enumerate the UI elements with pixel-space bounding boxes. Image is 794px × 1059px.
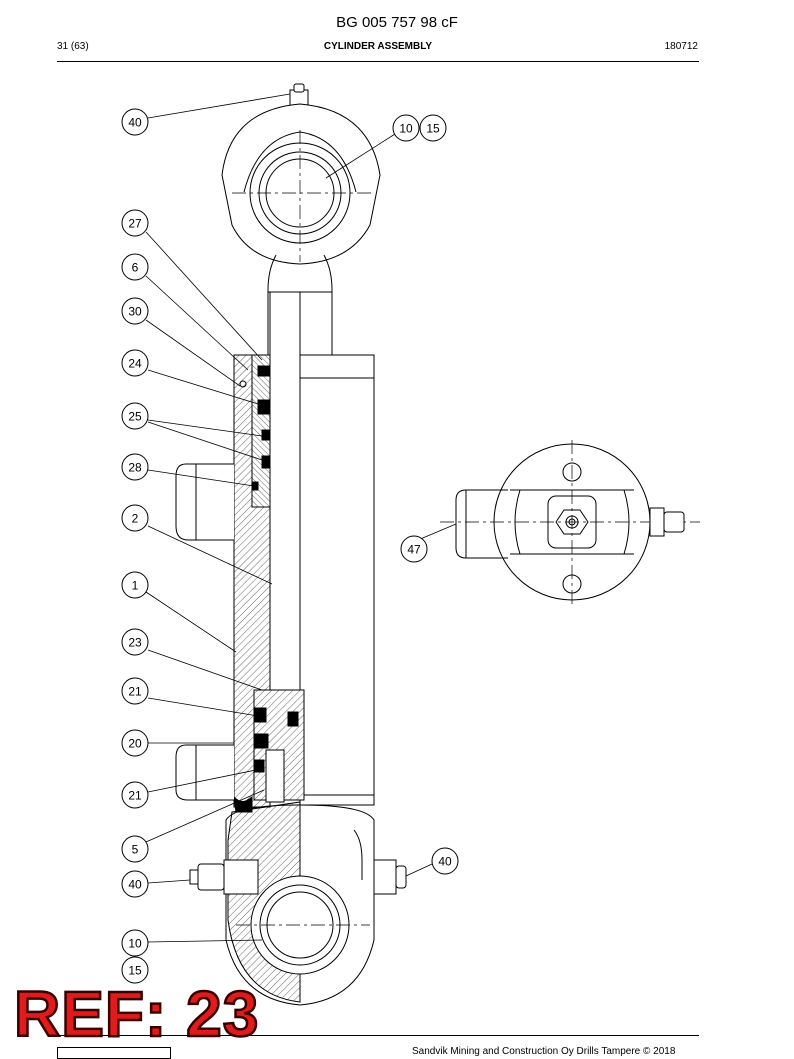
header-rule: [57, 61, 699, 62]
company-logo: [57, 1047, 171, 1059]
callout-40-right: 40: [431, 847, 459, 875]
reference-stamp: REF: 23: [13, 978, 260, 1050]
footer-rule: [57, 1035, 699, 1036]
callout-6: 6: [121, 253, 149, 281]
callout-label: 15: [128, 964, 142, 978]
callout-21-a: 21: [121, 677, 149, 705]
page-number: 31 (63): [57, 41, 89, 52]
callout-21-b: 21: [121, 781, 149, 809]
callout-label: 10: [399, 122, 413, 136]
callout-label: 40: [128, 878, 142, 892]
callout-label: 27: [128, 217, 142, 231]
callout-label: 24: [128, 357, 142, 371]
callout-28: 28: [121, 453, 149, 481]
callout-30: 30: [121, 297, 149, 325]
callout-40-left: 40: [121, 870, 149, 898]
callout-label: 21: [128, 685, 142, 699]
callout-label: 28: [128, 461, 142, 475]
callout-10-bottom: 10: [121, 929, 149, 957]
footer-copyright: Sandvik Mining and Construction Oy Drill…: [412, 1046, 676, 1057]
callout-15-bottom: 15: [121, 956, 149, 984]
document-number: BG 005 757 98 cF: [336, 14, 458, 31]
callout-10-top: 10: [392, 114, 420, 142]
side-view-drawing: [440, 440, 700, 606]
callout-label: 23: [128, 636, 142, 650]
callout-label: 15: [426, 122, 440, 136]
callout-label: 25: [128, 410, 142, 424]
callout-20: 20: [121, 729, 149, 757]
callout-label: 10: [128, 937, 142, 951]
callout-5: 5: [121, 835, 149, 863]
callout-label: 40: [438, 855, 452, 869]
section-title: CYLINDER ASSEMBLY: [323, 41, 433, 52]
callout-label: 21: [128, 789, 142, 803]
callout-25: 25: [121, 402, 149, 430]
callout-label: 2: [132, 512, 139, 526]
callout-40-top: 40: [121, 108, 149, 136]
callout-label: 20: [128, 737, 142, 751]
cylinder-body: [175, 83, 407, 1006]
callout-24: 24: [121, 349, 149, 377]
callout-27: 27: [121, 209, 149, 237]
callout-15-top: 15: [419, 114, 447, 142]
callout-bubbles: 40 10 15 27 6 30 24 25: [121, 108, 459, 984]
callout-label: 30: [128, 305, 142, 319]
leader-lines: [145, 93, 457, 943]
callout-47: 47: [400, 535, 428, 563]
callout-23: 23: [121, 628, 149, 656]
callout-1: 1: [121, 571, 149, 599]
callout-label: 1: [132, 579, 139, 593]
callout-2: 2: [121, 504, 149, 532]
callout-label: 6: [132, 261, 139, 275]
callout-label: 47: [407, 543, 421, 557]
date-code: 180712: [664, 41, 698, 52]
callout-label: 5: [132, 843, 139, 857]
callout-label: 40: [128, 116, 142, 130]
